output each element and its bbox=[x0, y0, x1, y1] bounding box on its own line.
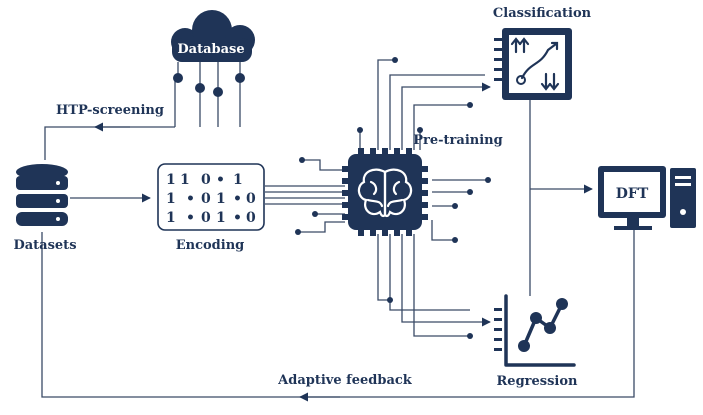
encoding-grid: 1 1 0 • 1 1 • 0 1 • 0 1 • 0 1 • 0 bbox=[166, 172, 256, 226]
database-stack-icon bbox=[16, 164, 68, 226]
chip-to-classification-arrow bbox=[401, 82, 491, 150]
svg-text:0: 0 bbox=[201, 191, 211, 207]
svg-text:1: 1 bbox=[180, 172, 190, 188]
brain-chip-icon bbox=[342, 148, 428, 236]
svg-text:•: • bbox=[233, 210, 242, 226]
svg-text:1: 1 bbox=[233, 172, 243, 188]
wire-nodes bbox=[295, 57, 491, 339]
wire bbox=[298, 221, 345, 233]
encoding-label: Encoding bbox=[176, 238, 245, 253]
pre-training-label: Pre-training bbox=[413, 133, 502, 148]
computer-icon: DFT bbox=[598, 166, 696, 230]
svg-text:0: 0 bbox=[246, 191, 256, 207]
svg-text:•: • bbox=[233, 191, 242, 207]
svg-text:1: 1 bbox=[166, 210, 176, 226]
adaptive-feedback-connector bbox=[41, 222, 635, 398]
wire bbox=[389, 234, 470, 311]
svg-text:•: • bbox=[186, 210, 195, 226]
svg-text:1: 1 bbox=[166, 172, 176, 188]
wire bbox=[413, 104, 470, 150]
cloud-database-icon: Database bbox=[171, 10, 255, 127]
wire bbox=[377, 59, 395, 150]
wire bbox=[431, 220, 455, 241]
datasets-label: Datasets bbox=[13, 238, 76, 253]
svg-text:0: 0 bbox=[201, 172, 211, 188]
svg-text:1: 1 bbox=[166, 191, 176, 207]
chip-to-regression-arrow bbox=[401, 234, 491, 327]
regression-chart-icon bbox=[494, 294, 576, 367]
classification-chart-icon bbox=[494, 28, 572, 100]
database-label: Database bbox=[177, 42, 244, 57]
svg-text:•: • bbox=[186, 191, 195, 207]
wire bbox=[413, 234, 470, 337]
svg-text:1: 1 bbox=[216, 191, 226, 207]
wire bbox=[302, 159, 345, 171]
svg-text:0: 0 bbox=[201, 210, 211, 226]
svg-text:1: 1 bbox=[216, 210, 226, 226]
adaptive-feedback-label: Adaptive feedback bbox=[277, 373, 413, 388]
wire bbox=[377, 234, 390, 301]
classification-label: Classification bbox=[493, 6, 592, 21]
dft-label: DFT bbox=[616, 186, 649, 202]
htp-screening-connector bbox=[44, 126, 175, 160]
htp-screening-label: HTP-screening bbox=[56, 103, 164, 118]
encoding-box: 1 1 0 • 1 1 • 0 1 • 0 1 • 0 1 • 0 bbox=[157, 163, 265, 231]
wire bbox=[389, 74, 485, 150]
connector-lines bbox=[41, 59, 635, 402]
regression-label: Regression bbox=[497, 374, 579, 389]
svg-text:•: • bbox=[216, 172, 225, 188]
svg-text:0: 0 bbox=[246, 210, 256, 226]
